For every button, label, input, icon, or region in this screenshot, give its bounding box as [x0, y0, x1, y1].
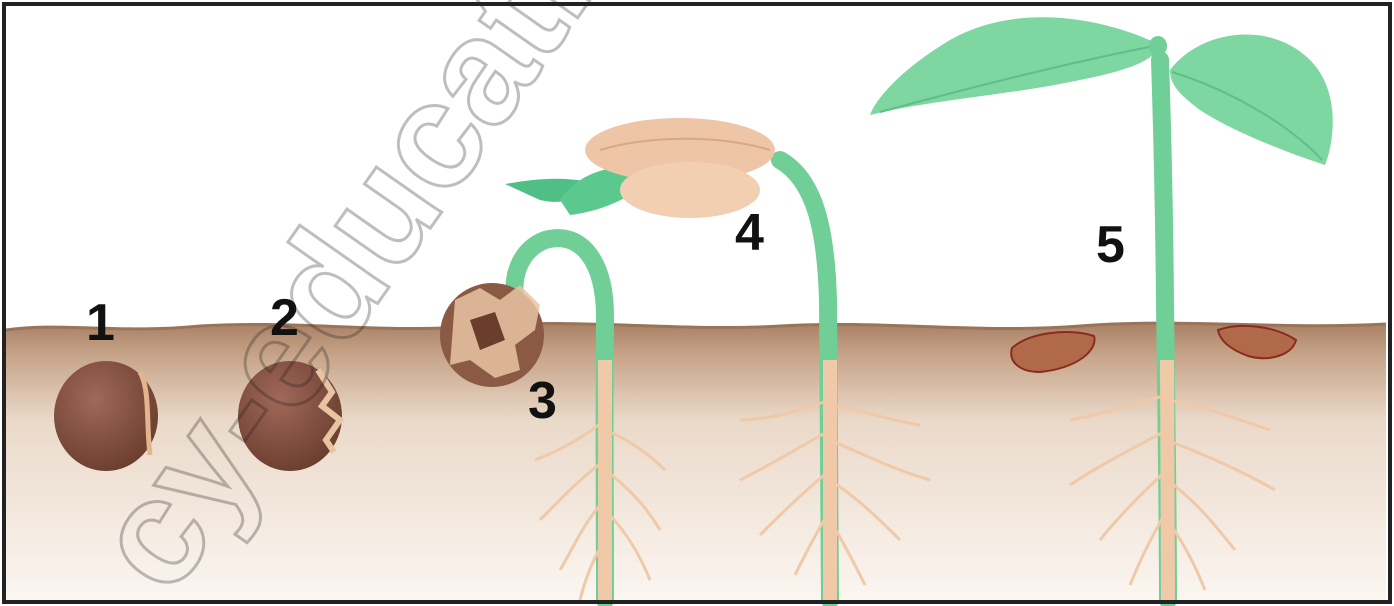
stage-label-5: 5 [1096, 216, 1125, 274]
stage-5-leaf-left [870, 17, 1160, 115]
stage-label-4: 4 [735, 204, 764, 262]
stage-label-2: 2 [270, 289, 299, 347]
stage-label-3: 3 [528, 372, 557, 430]
stage-label-1: 1 [86, 294, 115, 352]
